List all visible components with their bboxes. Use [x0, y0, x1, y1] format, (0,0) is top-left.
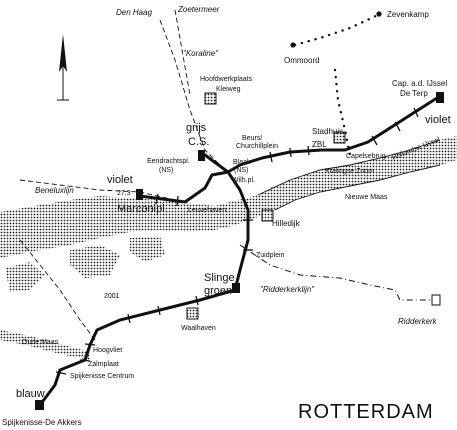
- label-kralingse-zoom: Kralingse Zoom: [325, 168, 374, 175]
- label-ridderkerk-line: "Ridderkerklijn": [260, 285, 315, 294]
- station-markers: [35, 11, 444, 410]
- label-ridderkerk: Ridderkerk: [398, 317, 438, 326]
- station-marker-de-akkers: [35, 400, 44, 410]
- label-den-haag: Den Haag: [116, 8, 153, 17]
- railway-den-haag: [159, 19, 226, 171]
- station-marker-centraal: [198, 150, 205, 161]
- label-groen: groen: [204, 285, 232, 297]
- station-ticks: [55, 107, 419, 375]
- label-churchillplein: Churchillplein: [236, 143, 278, 150]
- label-spijkenisse-de-akkers: Spijkenisse-De Akkers: [2, 418, 82, 427]
- label-eendrachtsplein: Eendrachtspl.: [147, 158, 190, 165]
- planned-extension-ommoord: [333, 68, 352, 157]
- railway-zoetermeer: [174, 9, 191, 96]
- label-de-terp: De Terp: [400, 89, 428, 98]
- label-waalhaven: Waalhaven: [181, 325, 216, 332]
- metro-line-east-west: [138, 96, 439, 204]
- label-zalmplaat: Zalmplaat: [88, 361, 119, 368]
- label-ns-blaak: (NS): [234, 167, 248, 174]
- label-hilledijk: Hilledijk: [272, 219, 301, 228]
- station-marker-ridderkerk: [431, 294, 441, 306]
- railway-southwest: [19, 239, 96, 341]
- label-benelux-line: Beneluxlijn: [35, 186, 74, 195]
- label-kleiweg: Kleiweg: [216, 86, 241, 93]
- label-capelle: Cap. a.d. IJssel: [392, 79, 447, 88]
- station-marker-marconiplein: [136, 189, 143, 200]
- label-nieuwe-maas: Nieuwe Maas: [345, 194, 388, 201]
- label-km: 27,3: [117, 190, 131, 197]
- railway-benelux-west: [19, 179, 176, 201]
- harbour-water: [0, 136, 457, 360]
- label-stadhuis: Stadhuis: [312, 127, 343, 136]
- label-cs: C.S.: [188, 136, 209, 148]
- label-oude-maas: Oude Maas: [22, 339, 59, 346]
- label-hoofdwerkplaats: Hoofdwerkplaats: [200, 76, 253, 83]
- label-zuidplein: Zuidplein: [256, 252, 285, 259]
- label-zevenkamp: Zevenkamp: [387, 10, 429, 19]
- label-zoetermeer: Zoetermeer: [177, 5, 220, 14]
- label-capelsebrug: Capelsebrug: [346, 153, 386, 160]
- label-leuvehaven: Leuvehaven: [188, 207, 226, 214]
- ridderkerk-line-planned: [239, 244, 430, 301]
- label-ns-eendracht: (NS): [159, 167, 173, 174]
- label-slinge: Slinge: [204, 272, 235, 284]
- label-ommoord: Ommoord: [284, 56, 320, 65]
- metro-line-north-south: [38, 153, 250, 407]
- label-grijs: grijs: [186, 122, 207, 134]
- map-title: ROTTERDAM: [298, 401, 434, 423]
- label-violet-west: violet: [107, 174, 133, 186]
- planned-extension-zevenkamp: [293, 13, 380, 47]
- label-zoetermeer-line: "Koraline": [183, 49, 219, 58]
- label-blauw: blauw: [16, 388, 45, 400]
- station-marker-ommoord: [290, 42, 296, 48]
- label-violet-east: violet: [425, 114, 451, 126]
- station-marker-slinge: [232, 283, 240, 293]
- depot-icon-waalhaven: [186, 307, 199, 320]
- label-blaak: Blaak: [233, 159, 251, 166]
- north-arrow-icon: [57, 34, 69, 101]
- depot-icon-zbl: [333, 131, 346, 144]
- nieuwe-maas-bank-north: [257, 139, 441, 196]
- label-wilhelminaplein: Wilh.pl.: [232, 177, 255, 184]
- label-beurs: Beurs/: [242, 135, 262, 142]
- label-zbl: ZBL: [312, 140, 327, 149]
- station-marker-de-terp: [436, 92, 444, 103]
- depot-markers: [186, 92, 346, 320]
- label-hoogvliet: Hoogvliet: [93, 347, 122, 354]
- depot-icon-kleiweg: [204, 92, 217, 105]
- nieuwe-maas-bank-south: [274, 164, 441, 211]
- station-marker-zevenkamp: [376, 11, 382, 17]
- label-spijkenisse-centrum: Spijkenisse Centrum: [70, 373, 134, 380]
- depot-icon-hilledijk: [261, 209, 274, 222]
- label-marconiplein: Marconipl.: [117, 203, 168, 215]
- label-route-2001: 2001: [104, 293, 120, 300]
